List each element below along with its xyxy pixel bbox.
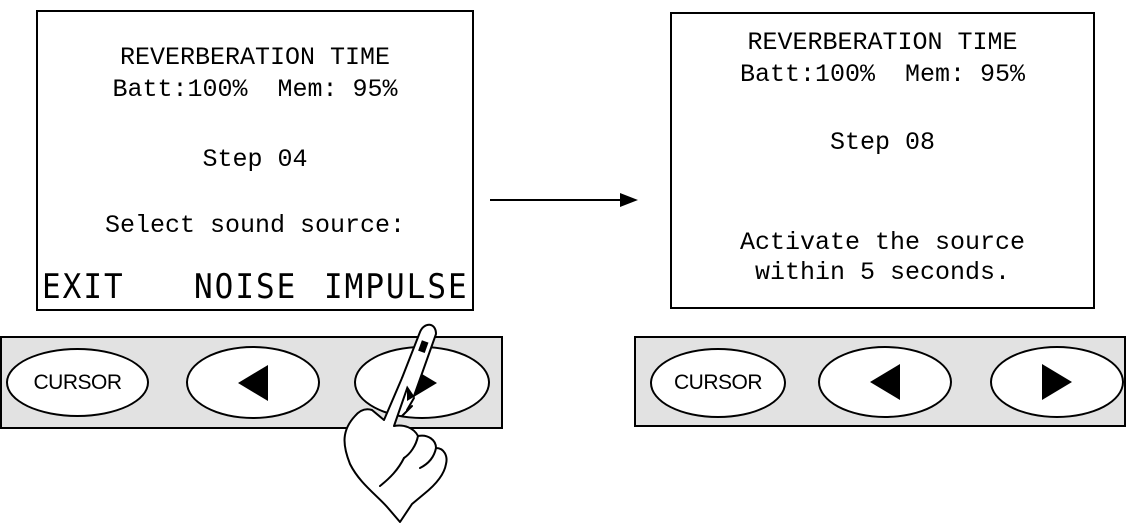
left-triangle-icon [238,364,268,401]
left-display-screen: REVERBERATION TIME Batt:100% Mem: 95% St… [36,10,474,311]
left-left-arrow-button[interactable] [186,346,320,419]
left-cursor-button[interactable]: CURSOR [6,348,149,417]
left-keypad: CURSOR [0,336,503,429]
right-cursor-button[interactable]: CURSOR [650,348,786,418]
right-triangle-icon [407,364,437,401]
left-display-title: REVERBERATION TIME [119,43,391,72]
softkey-exit[interactable]: EXIT [42,267,125,307]
right-triangle-icon [1042,364,1072,400]
right-keypad: CURSOR [634,336,1126,427]
right-left-arrow-button[interactable] [818,346,952,418]
left-cursor-label: CURSOR [33,370,122,394]
left-display-step: Step 04 [202,145,308,174]
right-display-title: REVERBERATION TIME [747,28,1018,57]
left-display-prompt: Select sound source: [104,211,406,240]
left-right-arrow-button[interactable] [354,346,490,419]
right-display-status: Batt:100% Mem: 95% [739,60,1026,89]
right-display-screen: REVERBERATION TIME Batt:100% Mem: 95% St… [670,12,1095,309]
right-display-message-line1: Activate the source [739,228,1026,257]
right-display-step: Step 08 [829,128,936,157]
softkey-noise[interactable]: NOISE [194,267,298,307]
left-display-softkeys: EXIT NOISE IMPULSE [38,265,472,308]
right-display-message-line2: within 5 seconds. [754,258,1011,287]
right-cursor-label: CURSOR [673,371,763,394]
left-triangle-icon [870,364,900,400]
softkey-impulse[interactable]: IMPULSE [324,267,469,307]
left-display-status: Batt:100% Mem: 95% [112,75,398,104]
right-right-arrow-button[interactable] [990,346,1124,418]
